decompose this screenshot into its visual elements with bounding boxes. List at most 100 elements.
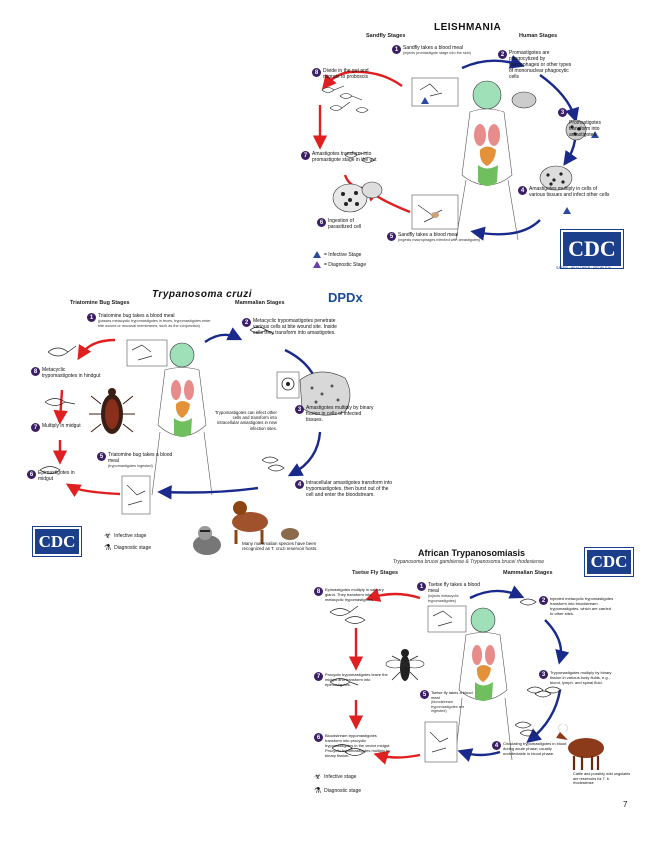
step-text: Epimastigotes multiply in salivary gland…	[325, 587, 384, 602]
afr-title: African Trypanosomiasis	[418, 548, 526, 558]
cdc-tagline: SAFER · HEALTHIER · PEOPLE™	[556, 266, 611, 270]
cruzi-human-figure	[151, 342, 213, 496]
cruzi-inset-feed	[121, 475, 151, 515]
legend-label: Diagnostic stage	[324, 787, 362, 794]
leish-right-header: Human Stages	[519, 33, 558, 39]
leish-step-4: 4 Amastigotes multiply in cells of vario…	[518, 186, 610, 198]
step-text: Metacyclic trypomastigotes in hindgut	[42, 367, 101, 379]
step-number: 3	[295, 405, 304, 414]
leish-step-2: 2 Promastigotes are phagocytized by macr…	[498, 50, 573, 80]
step-text: Amastigotes transform into promastigote …	[312, 151, 377, 163]
cruzi-trypomastigote-glyphs	[39, 326, 285, 474]
biohazard-icon: ☣	[314, 772, 322, 781]
leish-inset-bite	[411, 77, 459, 107]
leish-step-6: 6 Ingestion of parasitized cell	[317, 218, 379, 230]
afr-legend-infective: ☣ Infective stage	[314, 772, 356, 781]
step-text: Circulating trypomastigotes in blood dur…	[503, 741, 567, 756]
cattle-icon	[556, 723, 604, 770]
tsetse-fly-icon	[385, 649, 425, 681]
afr-step-3: 3 Trypomastigotes multiply by binary fis…	[539, 670, 614, 685]
step-text: Amastigotes multiply by binary fission i…	[306, 405, 374, 423]
step-text: Procyclic trypomastigotes leave the midg…	[325, 672, 388, 687]
step-text: Sandfly takes a blood meal	[403, 45, 464, 51]
reservoir-animals-icon	[193, 501, 299, 555]
legend-label: = Diagnostic Stage	[324, 261, 367, 268]
biohazard-icon: ☣	[104, 531, 112, 540]
step-text: Intracellular amastigotes transform into…	[306, 480, 393, 498]
step-number: 2	[539, 596, 548, 605]
cruzi-step-6: 6 Epimastigotes in midgut	[27, 470, 87, 482]
legend-label: = Infective Stage	[324, 251, 362, 258]
afr-legend-diagnostic: ⚗ Diagnostic stage	[314, 786, 361, 795]
step-number: 6	[27, 470, 36, 479]
step-text: Sandfly takes a blood meal	[398, 232, 459, 238]
diagnostic-stage-icon	[313, 261, 321, 268]
step-subtext: (injects metacyclic trypomastigotes)	[428, 594, 459, 603]
step-text: Ingestion of parasitized cell	[328, 218, 362, 230]
legend-label: Diagnostic stage	[114, 544, 152, 551]
cruzi-inset-bite	[126, 339, 168, 367]
leish-parasitized-cells	[332, 91, 587, 213]
step-number: 7	[314, 672, 323, 681]
afr-step-4: 4 Circulating trypomastigotes in blood d…	[492, 741, 567, 756]
step-number: 3	[539, 670, 548, 679]
cruzi-legend-infective: ☣ Infective stage	[104, 531, 146, 540]
leish-left-header: Sandfly Stages	[366, 33, 406, 39]
step-text: Triatomine bug takes a blood meal	[98, 313, 175, 319]
microscope-icon: ⚗	[314, 786, 322, 795]
triatomine-bug-icon	[89, 388, 135, 434]
cruzi-center-note: Trypomastigotes can infect other cells a…	[214, 410, 277, 431]
cruzi-reservoir-note: Many mammalian species have been recogni…	[242, 541, 318, 552]
cruzi-left-header: Triatomine Bug Stages	[70, 300, 130, 306]
step-number: 6	[314, 733, 323, 742]
leish-title: LEISHMANIA	[434, 22, 502, 33]
step-text: Tsetse fly takes a blood meal	[428, 582, 480, 594]
afr-human-figure	[454, 607, 513, 761]
step-subtext: (injects promastigote stage into the ski…	[403, 51, 471, 55]
leish-legend-infective: = Infective Stage	[313, 251, 361, 258]
afr-step-1: 1 Tsetse fly takes a blood meal(injects …	[417, 582, 487, 603]
afr-inset-bite	[427, 605, 467, 633]
afr-right-header: Mammalian Stages	[503, 570, 553, 576]
step-subtext: (bloodstream trypomastigotes are ingeste…	[431, 700, 465, 713]
step-number: 4	[492, 741, 501, 750]
step-number: 5	[97, 452, 106, 461]
afr-inset-feed	[424, 721, 458, 763]
step-number: 1	[392, 45, 401, 54]
step-number: 5	[387, 232, 396, 241]
step-number: 7	[31, 423, 40, 432]
step-subtext: (ingests macrophages infected with amast…	[398, 238, 481, 242]
leish-legend-diagnostic: = Diagnostic Stage	[313, 261, 366, 268]
cruzi-step-4: 4 Intracellular amastigotes transform in…	[295, 480, 395, 498]
cruzi-legend-diagnostic: ⚗ Diagnostic stage	[104, 543, 151, 552]
step-text: Tsetse fly takes a blood meal	[431, 690, 473, 700]
step-number: 6	[317, 218, 326, 227]
microscope-icon: ⚗	[104, 543, 112, 552]
afr-step-5: 5 Tsetse fly takes a blood meal(bloodstr…	[420, 690, 475, 714]
step-text: Multiply in midgut	[42, 423, 81, 429]
dpdx-logo: DPDx	[328, 290, 363, 305]
step-subtext: (passes metacyclic trypomastigotes in fe…	[98, 319, 211, 328]
step-number: 8	[312, 68, 321, 77]
legend-label: Infective stage	[114, 532, 147, 539]
leish-step-8: 8 Divide in the gut and migrate to probo…	[312, 68, 374, 80]
afr-step-2: 2 Injected metacyclic trypomastigotes tr…	[539, 596, 614, 616]
step-number: 4	[518, 186, 527, 195]
cruzi-step-2: 2 Metacyclic trypomastigotes penetrate v…	[242, 318, 340, 336]
afr-step-6: 6 Bloodstream trypomastigotes transform …	[314, 733, 394, 758]
step-text: Injected metacyclic trypomastigotes tran…	[550, 596, 614, 616]
cruzi-step-1: 1 Triatomine bug takes a blood meal(pass…	[87, 313, 217, 328]
leish-step-5: 5 Sandfly takes a blood meal(ingests mac…	[387, 232, 487, 243]
step-number: 1	[87, 313, 96, 322]
step-number: 4	[295, 480, 304, 489]
cruzi-step-7: 7 Multiply in midgut	[31, 423, 91, 432]
afr-cattle-note: Cattle and possibly wild ungulates are r…	[573, 772, 631, 786]
step-text: Bloodstream trypomastigotes transform in…	[325, 733, 391, 758]
afr-trypanosome-glyphs	[329, 598, 562, 756]
cruzi-right-header: Mammalian Stages	[235, 300, 285, 306]
step-number: 3	[558, 108, 567, 117]
step-number: 2	[498, 50, 507, 59]
step-number: 2	[242, 318, 251, 327]
afr-subtitle: Trypanosoma brucei gambiense & Trypanoso…	[393, 559, 545, 565]
